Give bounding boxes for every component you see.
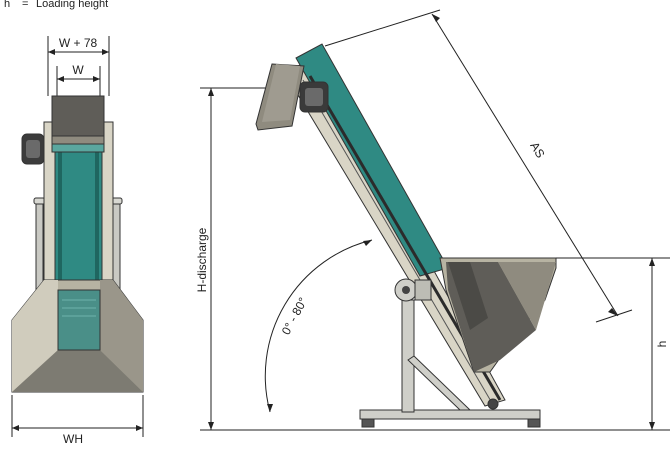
front-discharge-head	[51, 95, 105, 139]
h-discharge-label: H-discharge	[195, 227, 209, 292]
front-motor-icon	[21, 133, 45, 165]
angle-label: 0° - 80°	[279, 295, 310, 337]
right-rail	[112, 199, 121, 291]
drive-motor-icon	[299, 81, 329, 113]
pivot-joint-icon	[394, 278, 432, 302]
front-view: W + 78 W	[11, 36, 144, 446]
side-hopper	[439, 257, 557, 373]
w-label: W	[72, 63, 84, 77]
as-label: AS	[527, 139, 547, 160]
h-label: h	[655, 341, 669, 348]
dimension-wh: WH	[11, 395, 144, 446]
dimension-as: AS	[324, 9, 633, 323]
wh-label: WH	[63, 432, 83, 446]
left-rail	[35, 199, 44, 291]
side-view: H-discharge	[195, 9, 670, 431]
angle-indicator: 0° - 80°	[264, 239, 373, 413]
dimension-w-plus-78: W + 78	[47, 36, 110, 96]
w-plus-78-label: W + 78	[59, 36, 98, 50]
base-plate	[359, 409, 541, 420]
legend: h = Loading height	[4, 0, 108, 10]
dimension-h-discharge: H-discharge	[195, 87, 310, 430]
front-hopper	[11, 279, 144, 393]
discharge-head	[255, 63, 305, 131]
dimension-loading-height: h	[556, 257, 670, 430]
support-column	[401, 299, 415, 413]
legend-text: Loading height	[36, 0, 108, 10]
legend-symbol: h	[4, 0, 10, 10]
legend-equals: =	[22, 0, 28, 10]
dimension-w: W	[56, 63, 101, 96]
